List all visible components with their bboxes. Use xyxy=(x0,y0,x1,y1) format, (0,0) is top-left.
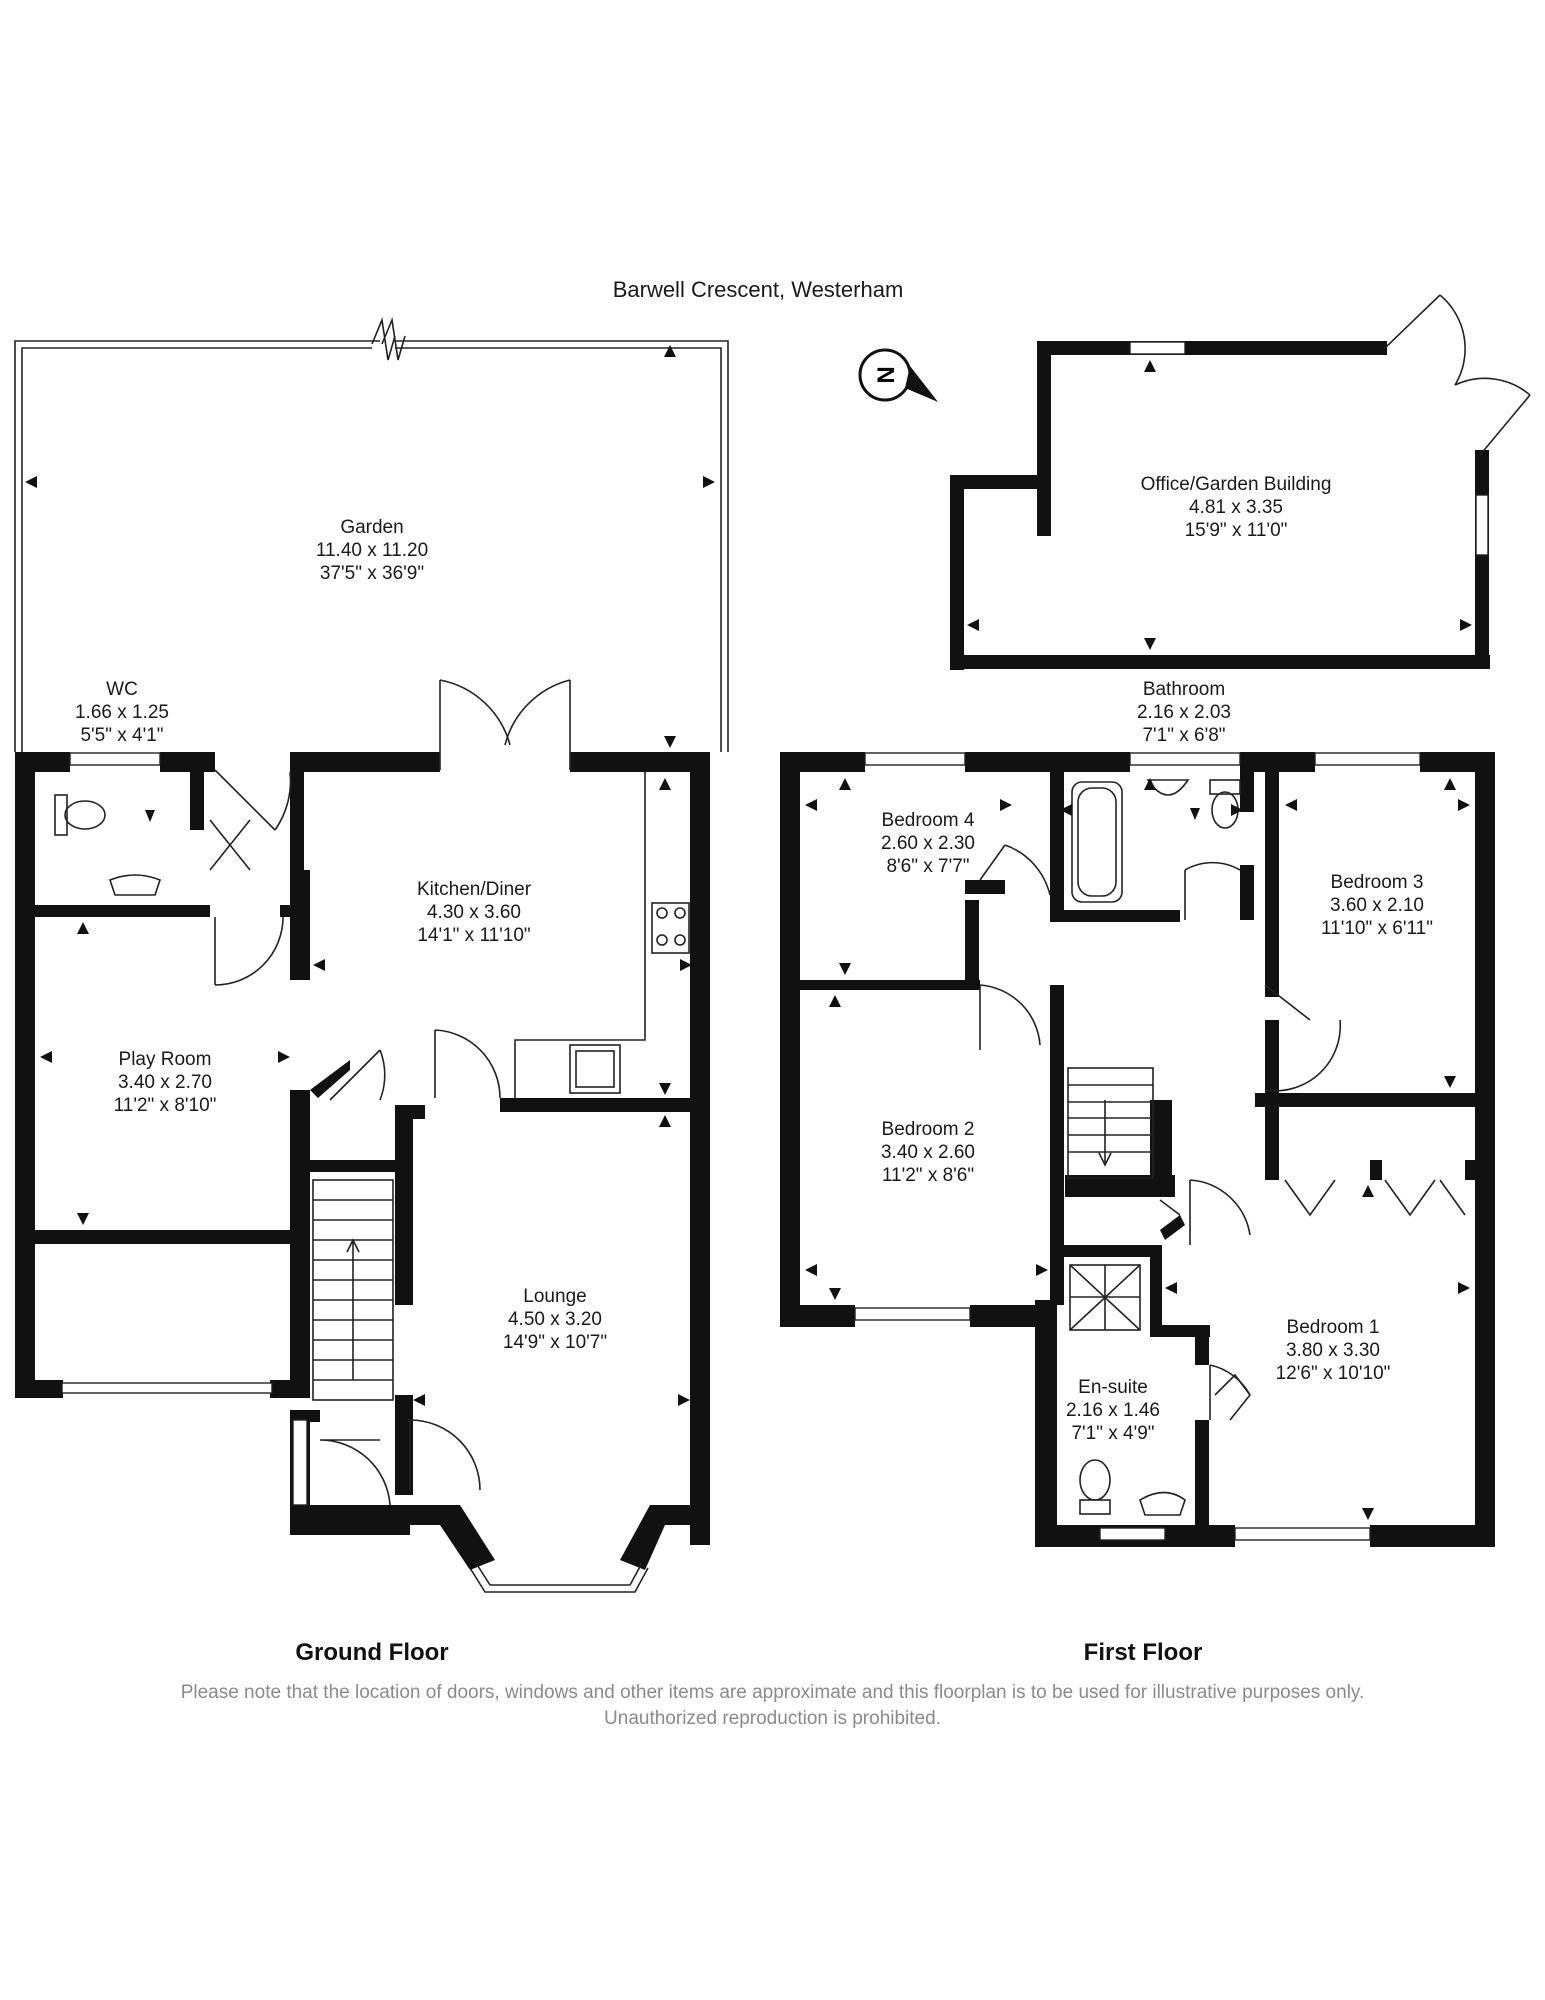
wc-imperial: 5'5" x 4'1" xyxy=(80,725,163,746)
kitchen-units xyxy=(514,772,690,1098)
ensuite-metric: 2.16 x 1.46 xyxy=(1066,1400,1160,1421)
bedroom4-name: Bedroom 4 xyxy=(882,810,975,831)
garden-area xyxy=(14,317,729,752)
label-bathroom: Bathroom 2.16 x 2.03 7'1" x 6'8" xyxy=(1137,679,1231,746)
label-garden: Garden 11.40 x 11.20 37'5" x 36'9" xyxy=(316,517,428,584)
label-bedroom1: Bedroom 1 3.80 x 3.30 12'6" x 10'10" xyxy=(1276,1317,1391,1384)
bedroom2-name: Bedroom 2 xyxy=(882,1119,975,1140)
bedroom1-imperial: 12'6" x 10'10" xyxy=(1276,1363,1391,1384)
office-building-walls xyxy=(950,294,1531,670)
bedroom4-imperial: 8'6" x 7'7" xyxy=(886,856,969,877)
label-kitchen: Kitchen/Diner 4.30 x 3.60 14'1" x 11'10" xyxy=(417,879,532,946)
ground-floor-windows xyxy=(61,752,649,1593)
label-wc: WC 1.66 x 1.25 5'5" x 4'1" xyxy=(75,679,169,746)
label-ensuite: En-suite 2.16 x 1.46 7'1" x 4'9" xyxy=(1066,1377,1160,1444)
kitchen-imperial: 14'1" x 11'10" xyxy=(417,925,530,946)
garden-metric: 11.40 x 11.20 xyxy=(316,540,428,561)
lounge-name: Lounge xyxy=(523,1286,586,1307)
first-floor-doors xyxy=(979,844,1466,1421)
ground-dimension-arrows xyxy=(25,345,715,1406)
bedroom3-name: Bedroom 3 xyxy=(1331,872,1424,893)
disclaimer-note: Please note that the location of doors, … xyxy=(180,1682,1365,1729)
office-name: Office/Garden Building xyxy=(1141,474,1332,495)
bedroom1-name: Bedroom 1 xyxy=(1287,1317,1380,1338)
wc-metric: 1.66 x 1.25 xyxy=(75,702,169,723)
bedroom2-metric: 3.40 x 2.60 xyxy=(881,1142,975,1163)
label-playroom: Play Room 3.40 x 2.70 11'2" x 8'10" xyxy=(114,1049,217,1116)
label-bedroom4: Bedroom 4 2.60 x 2.30 8'6" x 7'7" xyxy=(881,810,975,877)
kitchen-name: Kitchen/Diner xyxy=(417,879,532,900)
ensuite-imperial: 7'1" x 4'9" xyxy=(1071,1423,1154,1444)
first-floor-stairs xyxy=(1067,1067,1154,1179)
lounge-metric: 4.50 x 3.20 xyxy=(508,1309,602,1330)
garden-name: Garden xyxy=(340,517,403,538)
office-metric: 4.81 x 3.35 xyxy=(1189,497,1283,518)
label-bedroom3: Bedroom 3 3.60 x 2.10 11'10" x 6'11" xyxy=(1321,872,1433,939)
bedroom4-metric: 2.60 x 2.30 xyxy=(881,833,975,854)
first-floor-windows xyxy=(854,752,1421,1541)
label-office: Office/Garden Building 4.81 x 3.35 15'9"… xyxy=(1141,474,1332,541)
bedroom2-imperial: 11'2" x 8'6" xyxy=(882,1165,974,1186)
wc-name: WC xyxy=(106,679,138,700)
bathroom-name: Bathroom xyxy=(1143,679,1225,700)
bathroom-metric: 2.16 x 2.03 xyxy=(1137,702,1231,723)
first-floor-walls xyxy=(780,752,1495,1547)
first-floor-label: First Floor xyxy=(1084,1639,1203,1666)
bathroom-imperial: 7'1" x 6'8" xyxy=(1142,725,1225,746)
label-bedroom2: Bedroom 2 3.40 x 2.60 11'2" x 8'6" xyxy=(881,1119,975,1186)
bedroom1-metric: 3.80 x 3.30 xyxy=(1286,1340,1380,1361)
kitchen-metric: 4.30 x 3.60 xyxy=(427,902,521,923)
ground-stairs xyxy=(312,1179,394,1401)
plan-title: Barwell Crescent, Westerham xyxy=(613,277,904,302)
compass-letter: N xyxy=(873,366,900,383)
bedroom3-imperial: 11'10" x 6'11" xyxy=(1321,918,1433,939)
lounge-imperial: 14'9" x 10'7" xyxy=(503,1332,607,1353)
north-compass-icon: N xyxy=(858,348,938,402)
bedroom3-metric: 3.60 x 2.10 xyxy=(1330,895,1424,916)
label-lounge: Lounge 4.50 x 3.20 14'9" x 10'7" xyxy=(503,1286,607,1353)
ground-floor-label: Ground Floor xyxy=(295,1639,448,1666)
playroom-metric: 3.40 x 2.70 xyxy=(118,1072,212,1093)
first-floor-dimension-arrows xyxy=(805,772,1470,1520)
garden-imperial: 37'5" x 36'9" xyxy=(320,563,424,584)
wc-fittings xyxy=(54,794,161,896)
ground-floor-walls xyxy=(15,752,710,1570)
ground-floor-doors xyxy=(209,679,571,1506)
playroom-name: Play Room xyxy=(119,1049,212,1070)
office-imperial: 15'9" x 11'0" xyxy=(1185,520,1288,541)
playroom-imperial: 11'2" x 8'10" xyxy=(114,1095,217,1116)
ensuite-name: En-suite xyxy=(1078,1377,1148,1398)
